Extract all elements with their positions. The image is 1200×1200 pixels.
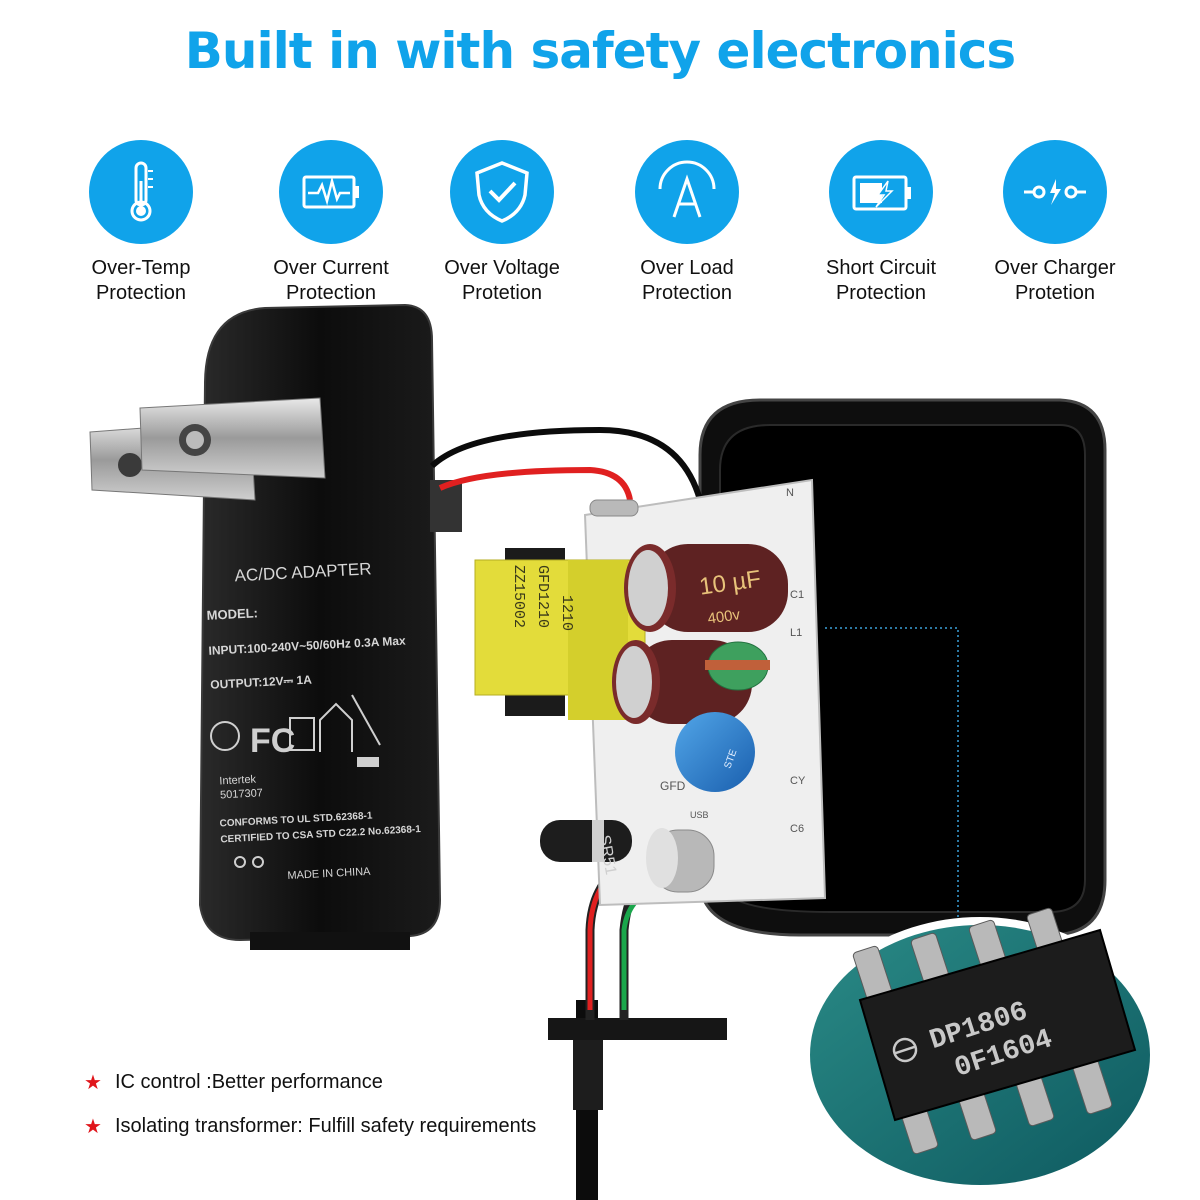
plug-prongs	[89, 397, 326, 501]
switch-circuit-icon	[1024, 179, 1086, 205]
ampere-icon	[658, 160, 716, 218]
feature-label: Over-Temp Protection	[91, 257, 191, 304]
feature-circle	[1003, 140, 1107, 244]
feature-circle	[829, 140, 933, 244]
svg-text:1210: 1210	[558, 595, 575, 631]
feature-label: Over Current Protection	[273, 257, 389, 304]
pcb-label-c1: C1	[790, 589, 804, 601]
pcb-label-gfd: GFD	[660, 779, 686, 793]
shield-check-icon	[475, 161, 529, 223]
cable-strain-relief	[548, 1018, 727, 1040]
feature-over-current: Over Current Protection	[236, 140, 426, 306]
pcb-label-c6: C6	[790, 823, 804, 835]
output-capacitor	[646, 828, 715, 893]
pcb-label-usb: USB	[690, 810, 709, 820]
y-capacitor: STE	[675, 712, 755, 792]
inductor	[705, 641, 770, 691]
black-wire	[429, 426, 703, 501]
feature-circle	[89, 140, 193, 244]
diode: SR51	[540, 820, 632, 876]
red-wire-top	[438, 466, 633, 501]
feature-circle	[635, 140, 739, 244]
feature-label: Over Load Protection	[640, 257, 734, 304]
pcb-label-n: N	[786, 487, 794, 499]
svg-text:400v: 400v	[707, 606, 742, 627]
adapter-base-ledge	[250, 932, 410, 950]
feature-circle	[279, 140, 383, 244]
chip-logo-icon	[892, 1037, 918, 1063]
note-item: ★ Isolating transformer: Fulfill safety …	[84, 1115, 537, 1138]
svg-text:GFD1210: GFD1210	[534, 565, 551, 628]
adapter-made-in: MADE IN CHINA	[287, 866, 371, 882]
adapter-output: OUTPUT:12V⎓ 1A	[210, 672, 313, 691]
feature-notes: ★ IC control :Better performance ★ Isola…	[84, 1070, 536, 1158]
star-icon: ★	[84, 1116, 102, 1138]
battery-bolt-icon	[852, 175, 911, 211]
feature-label: Over Voltage Protetion	[444, 257, 560, 304]
feature-over-temp: Over-Temp Protection	[46, 140, 236, 306]
product-illustration: AC/DC ADAPTER MODEL: INPUT:100-240V~50/6…	[89, 303, 1158, 1200]
feature-over-load: Over Load Protection	[592, 140, 782, 306]
current-wave-icon	[302, 175, 359, 209]
electrolytic-capacitor: 10 µF 400v	[612, 544, 788, 724]
feature-short-circuit: Short Circuit Protection	[786, 140, 976, 306]
pcb-label-l1: L1	[790, 627, 802, 639]
feature-over-charger: Over Charger Protetion	[960, 140, 1150, 306]
feature-circle	[450, 140, 554, 244]
resistor	[589, 499, 639, 517]
svg-text:FC: FC	[250, 722, 295, 760]
feature-over-voltage: Over Voltage Protetion	[407, 140, 597, 306]
ic-chip-zoom: DP1806 0F1604	[802, 907, 1158, 1193]
star-icon: ★	[84, 1072, 102, 1094]
adapter-model: MODEL:	[206, 605, 258, 623]
feature-label: Over Charger Protetion	[994, 257, 1116, 304]
adapter-cert-no: 5017307	[220, 787, 263, 801]
feature-label: Short Circuit Protection	[825, 257, 937, 304]
page-title: Built in with safety electronics	[184, 22, 1016, 80]
pcb-label-cy: CY	[790, 775, 806, 787]
adapter-intertek: Intertek	[219, 774, 257, 788]
cable-boot	[573, 1040, 603, 1110]
thermometer-icon	[130, 161, 153, 222]
svg-text:SR51: SR51	[595, 834, 619, 876]
svg-text:ZZ15002: ZZ15002	[510, 565, 527, 628]
note-item: ★ IC control :Better performance	[84, 1071, 383, 1094]
certification-marks: FC	[210, 694, 381, 868]
